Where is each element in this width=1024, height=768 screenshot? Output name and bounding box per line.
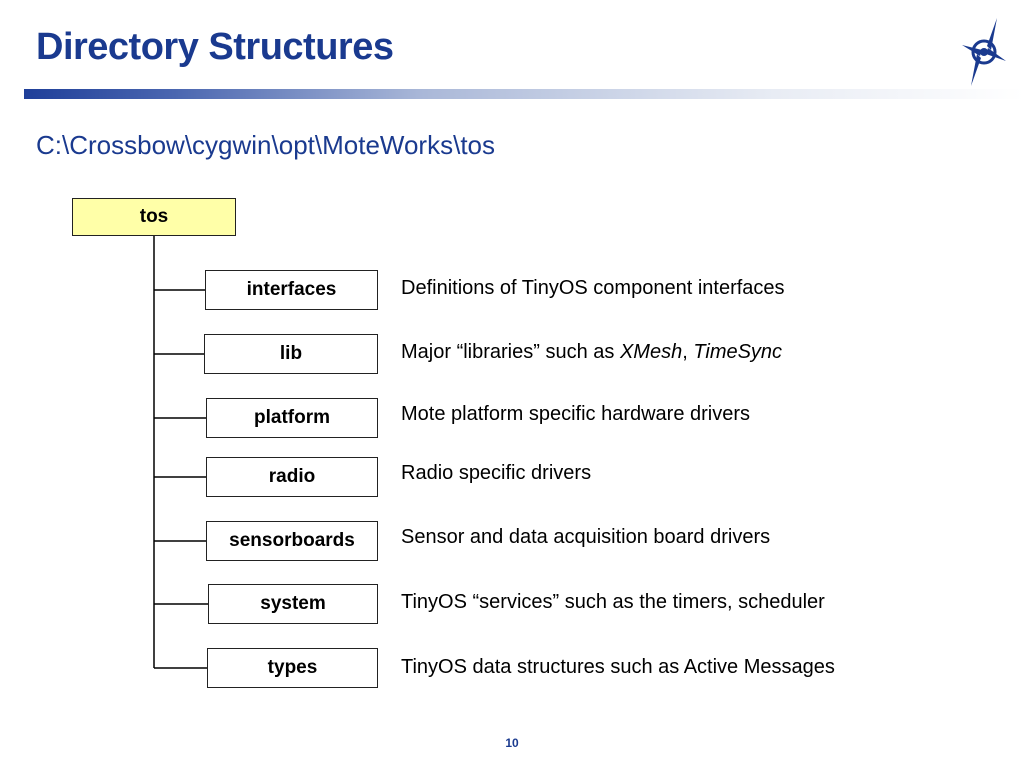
description-segment: , xyxy=(682,341,694,363)
folder-description-radio: Radio specific drivers xyxy=(401,463,591,483)
folder-description-system: TinyOS “services” such as the timers, sc… xyxy=(401,592,825,612)
folder-description-platform: Mote platform specific hardware drivers xyxy=(401,404,750,424)
description-segment: TinyOS “services” such as the timers, sc… xyxy=(401,591,825,613)
description-segment: Radio specific drivers xyxy=(401,462,592,484)
directory-path-heading: C:\Crossbow\cygwin\opt\MoteWorks\tos xyxy=(36,130,495,160)
description-segment: TinyOS data structures such as Active Me… xyxy=(401,656,835,678)
description-segment: XMesh xyxy=(619,341,683,363)
folder-box-types: types xyxy=(207,648,378,688)
compass-star-icon xyxy=(962,18,1006,86)
description-segment: Definitions of TinyOS component interfac… xyxy=(401,277,785,299)
page-number: 10 xyxy=(505,736,519,750)
folder-description-interfaces: Definitions of TinyOS component interfac… xyxy=(401,278,785,298)
folder-description-types: TinyOS data structures such as Active Me… xyxy=(401,657,835,677)
tree-root-box: tos xyxy=(72,198,236,236)
description-segment: Mote platform specific hardware drivers xyxy=(401,403,751,425)
folder-box-sensorboards: sensorboards xyxy=(206,521,378,561)
slide-title: Directory Structures xyxy=(36,26,394,68)
folder-box-lib: lib xyxy=(204,334,378,374)
folder-box-interfaces: interfaces xyxy=(205,270,378,310)
folder-box-platform: platform xyxy=(206,398,378,438)
folder-box-system: system xyxy=(208,584,378,624)
folder-description-lib: Major “libraries” such as XMesh, TimeSyn… xyxy=(401,342,782,362)
title-underline xyxy=(24,89,1024,99)
description-segment: Sensor and data acquisition board driver… xyxy=(401,526,771,548)
folder-box-radio: radio xyxy=(206,457,378,497)
description-segment: TimeSync xyxy=(693,341,783,363)
description-segment: Major “libraries” such as xyxy=(401,341,620,363)
folder-description-sensorboards: Sensor and data acquisition board driver… xyxy=(401,527,770,547)
